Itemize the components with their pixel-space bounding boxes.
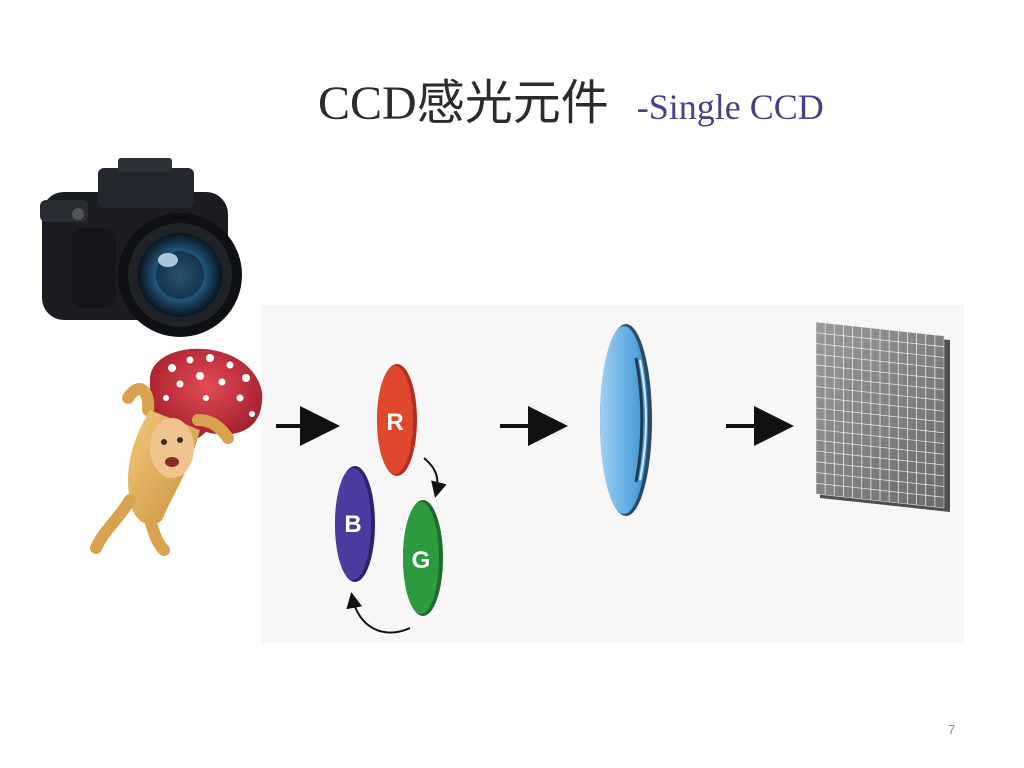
- color-filter-wheel: R G B: [335, 364, 447, 634]
- filter-blue-disc: [335, 468, 371, 580]
- ccd-grid-line: [815, 353, 945, 369]
- filter-red-disc: [377, 366, 413, 474]
- ccd-grid-line: [815, 482, 945, 498]
- ccd-sensor-grid-icon: [815, 321, 950, 512]
- ccd-grid-line: [815, 386, 945, 401]
- ccd-grid-line: [815, 396, 945, 412]
- ccd-grid-line: [815, 439, 945, 455]
- filter-green: G: [403, 500, 443, 616]
- title-main: CCD感光元件: [318, 77, 609, 130]
- filter-red: R: [377, 364, 417, 476]
- ccd-grid-line: [815, 332, 945, 348]
- filter-green-letter: G: [412, 547, 431, 574]
- filter-green-disc: [403, 502, 439, 614]
- filter-blue-letter: B: [344, 511, 361, 538]
- camera-icon: [40, 158, 242, 337]
- ccd-grid-line: [815, 418, 945, 434]
- ccd-grid-line: [815, 450, 945, 466]
- ccd-grid-line: [815, 461, 945, 477]
- ccd-grid-line: [815, 364, 945, 380]
- rotation-arrow-bottom: [346, 592, 411, 634]
- ccd-grid-line: [815, 407, 945, 423]
- ccd-grid-line: [815, 375, 945, 391]
- slide-title: CCD感光元件 -Single CCD: [318, 76, 824, 135]
- filter-red-letter: R: [386, 409, 403, 436]
- filter-blue: B: [335, 466, 375, 582]
- lens-icon: [600, 324, 652, 516]
- ccd-grid-line: [815, 429, 945, 444]
- page-number: 7: [948, 722, 956, 737]
- ccd-grid-line: [815, 343, 945, 358]
- title-sub: -Single CCD: [636, 87, 824, 127]
- rotation-arrow-top: [423, 457, 447, 498]
- ccd-grid-line: [815, 472, 945, 487]
- mushroom-character-icon: [90, 348, 263, 556]
